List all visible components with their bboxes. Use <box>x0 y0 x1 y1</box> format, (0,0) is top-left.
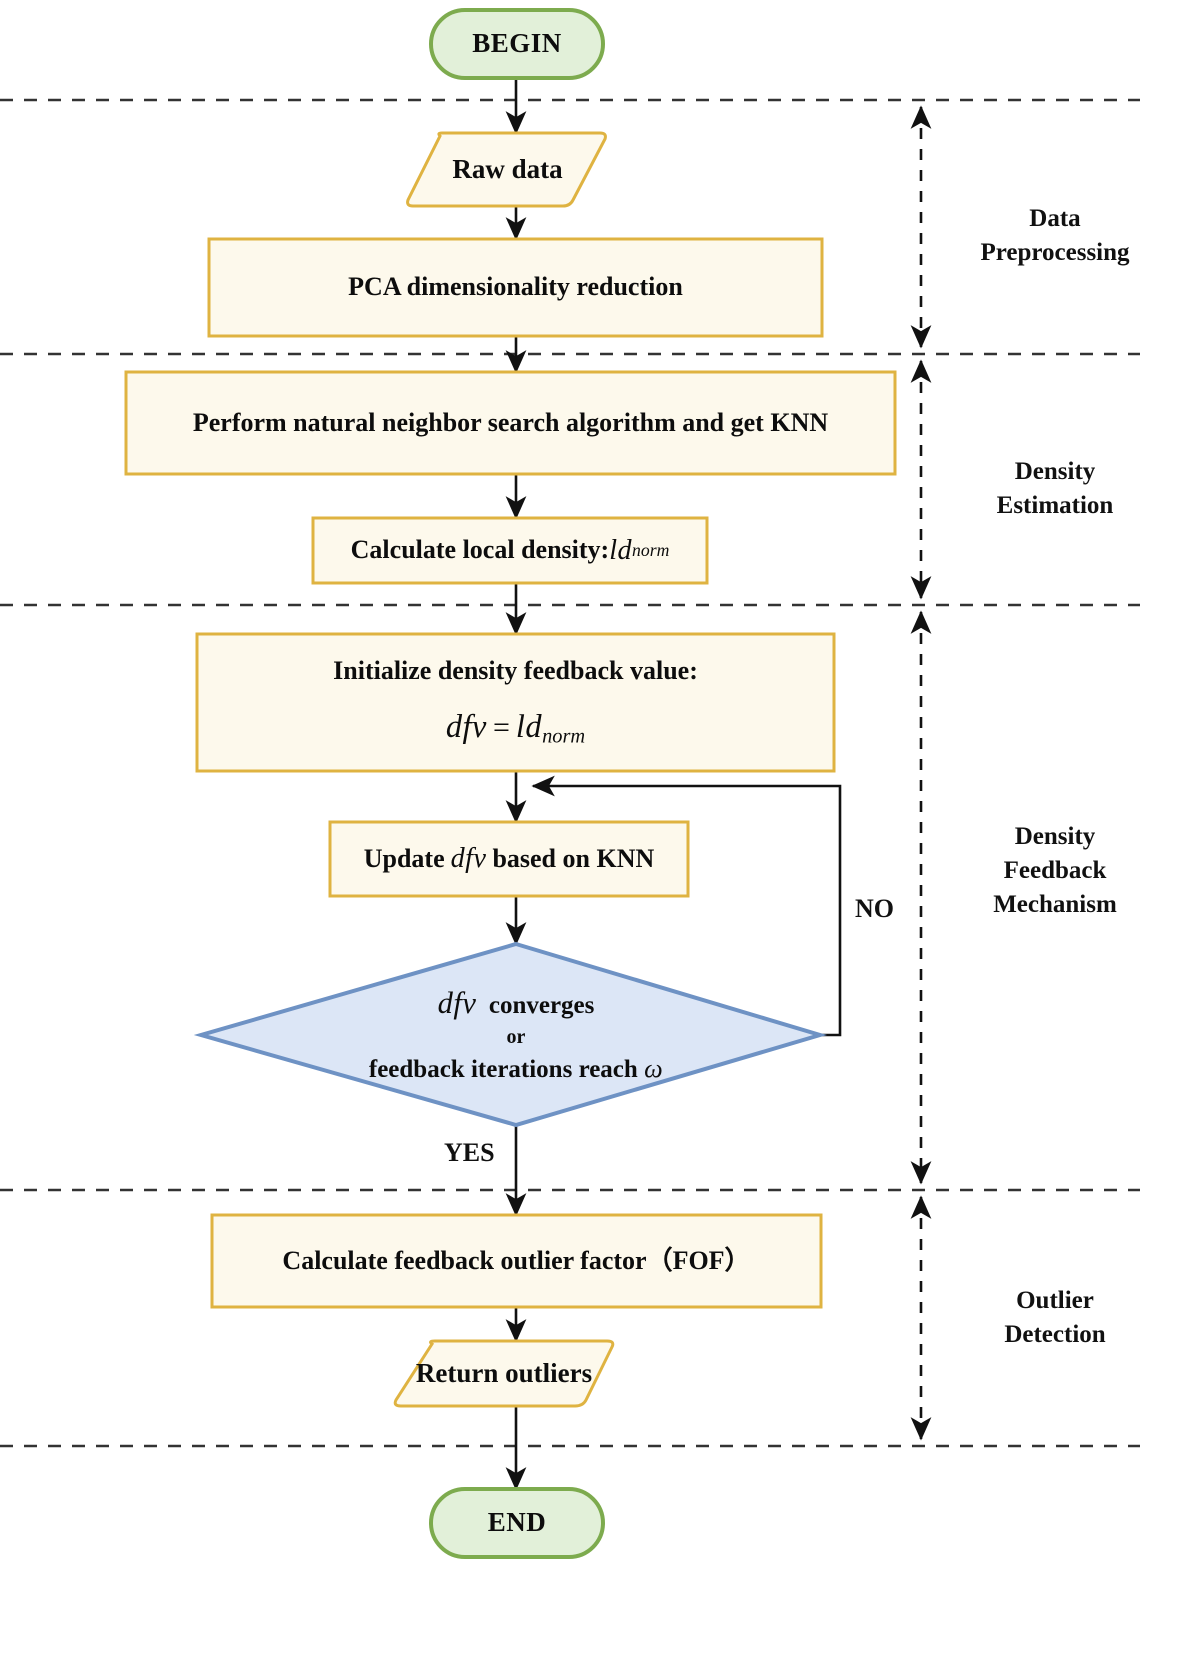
node-knn-shape <box>124 370 897 476</box>
node-begin-shape <box>429 8 605 80</box>
node-init-dfv-shape <box>195 632 836 773</box>
node-raw-data-shape <box>406 131 607 208</box>
node-pca-shape <box>207 237 824 338</box>
node-end-shape <box>429 1487 605 1559</box>
node-update-dfv-shape <box>328 820 690 898</box>
connector-group <box>505 78 842 1491</box>
node-return-outliers-shape <box>393 1339 615 1408</box>
node-local-density-shape <box>311 516 709 585</box>
connector-feedback-loop-no <box>531 775 842 1037</box>
node-decision-shape <box>193 941 828 1128</box>
node-fof-shape <box>210 1213 823 1309</box>
